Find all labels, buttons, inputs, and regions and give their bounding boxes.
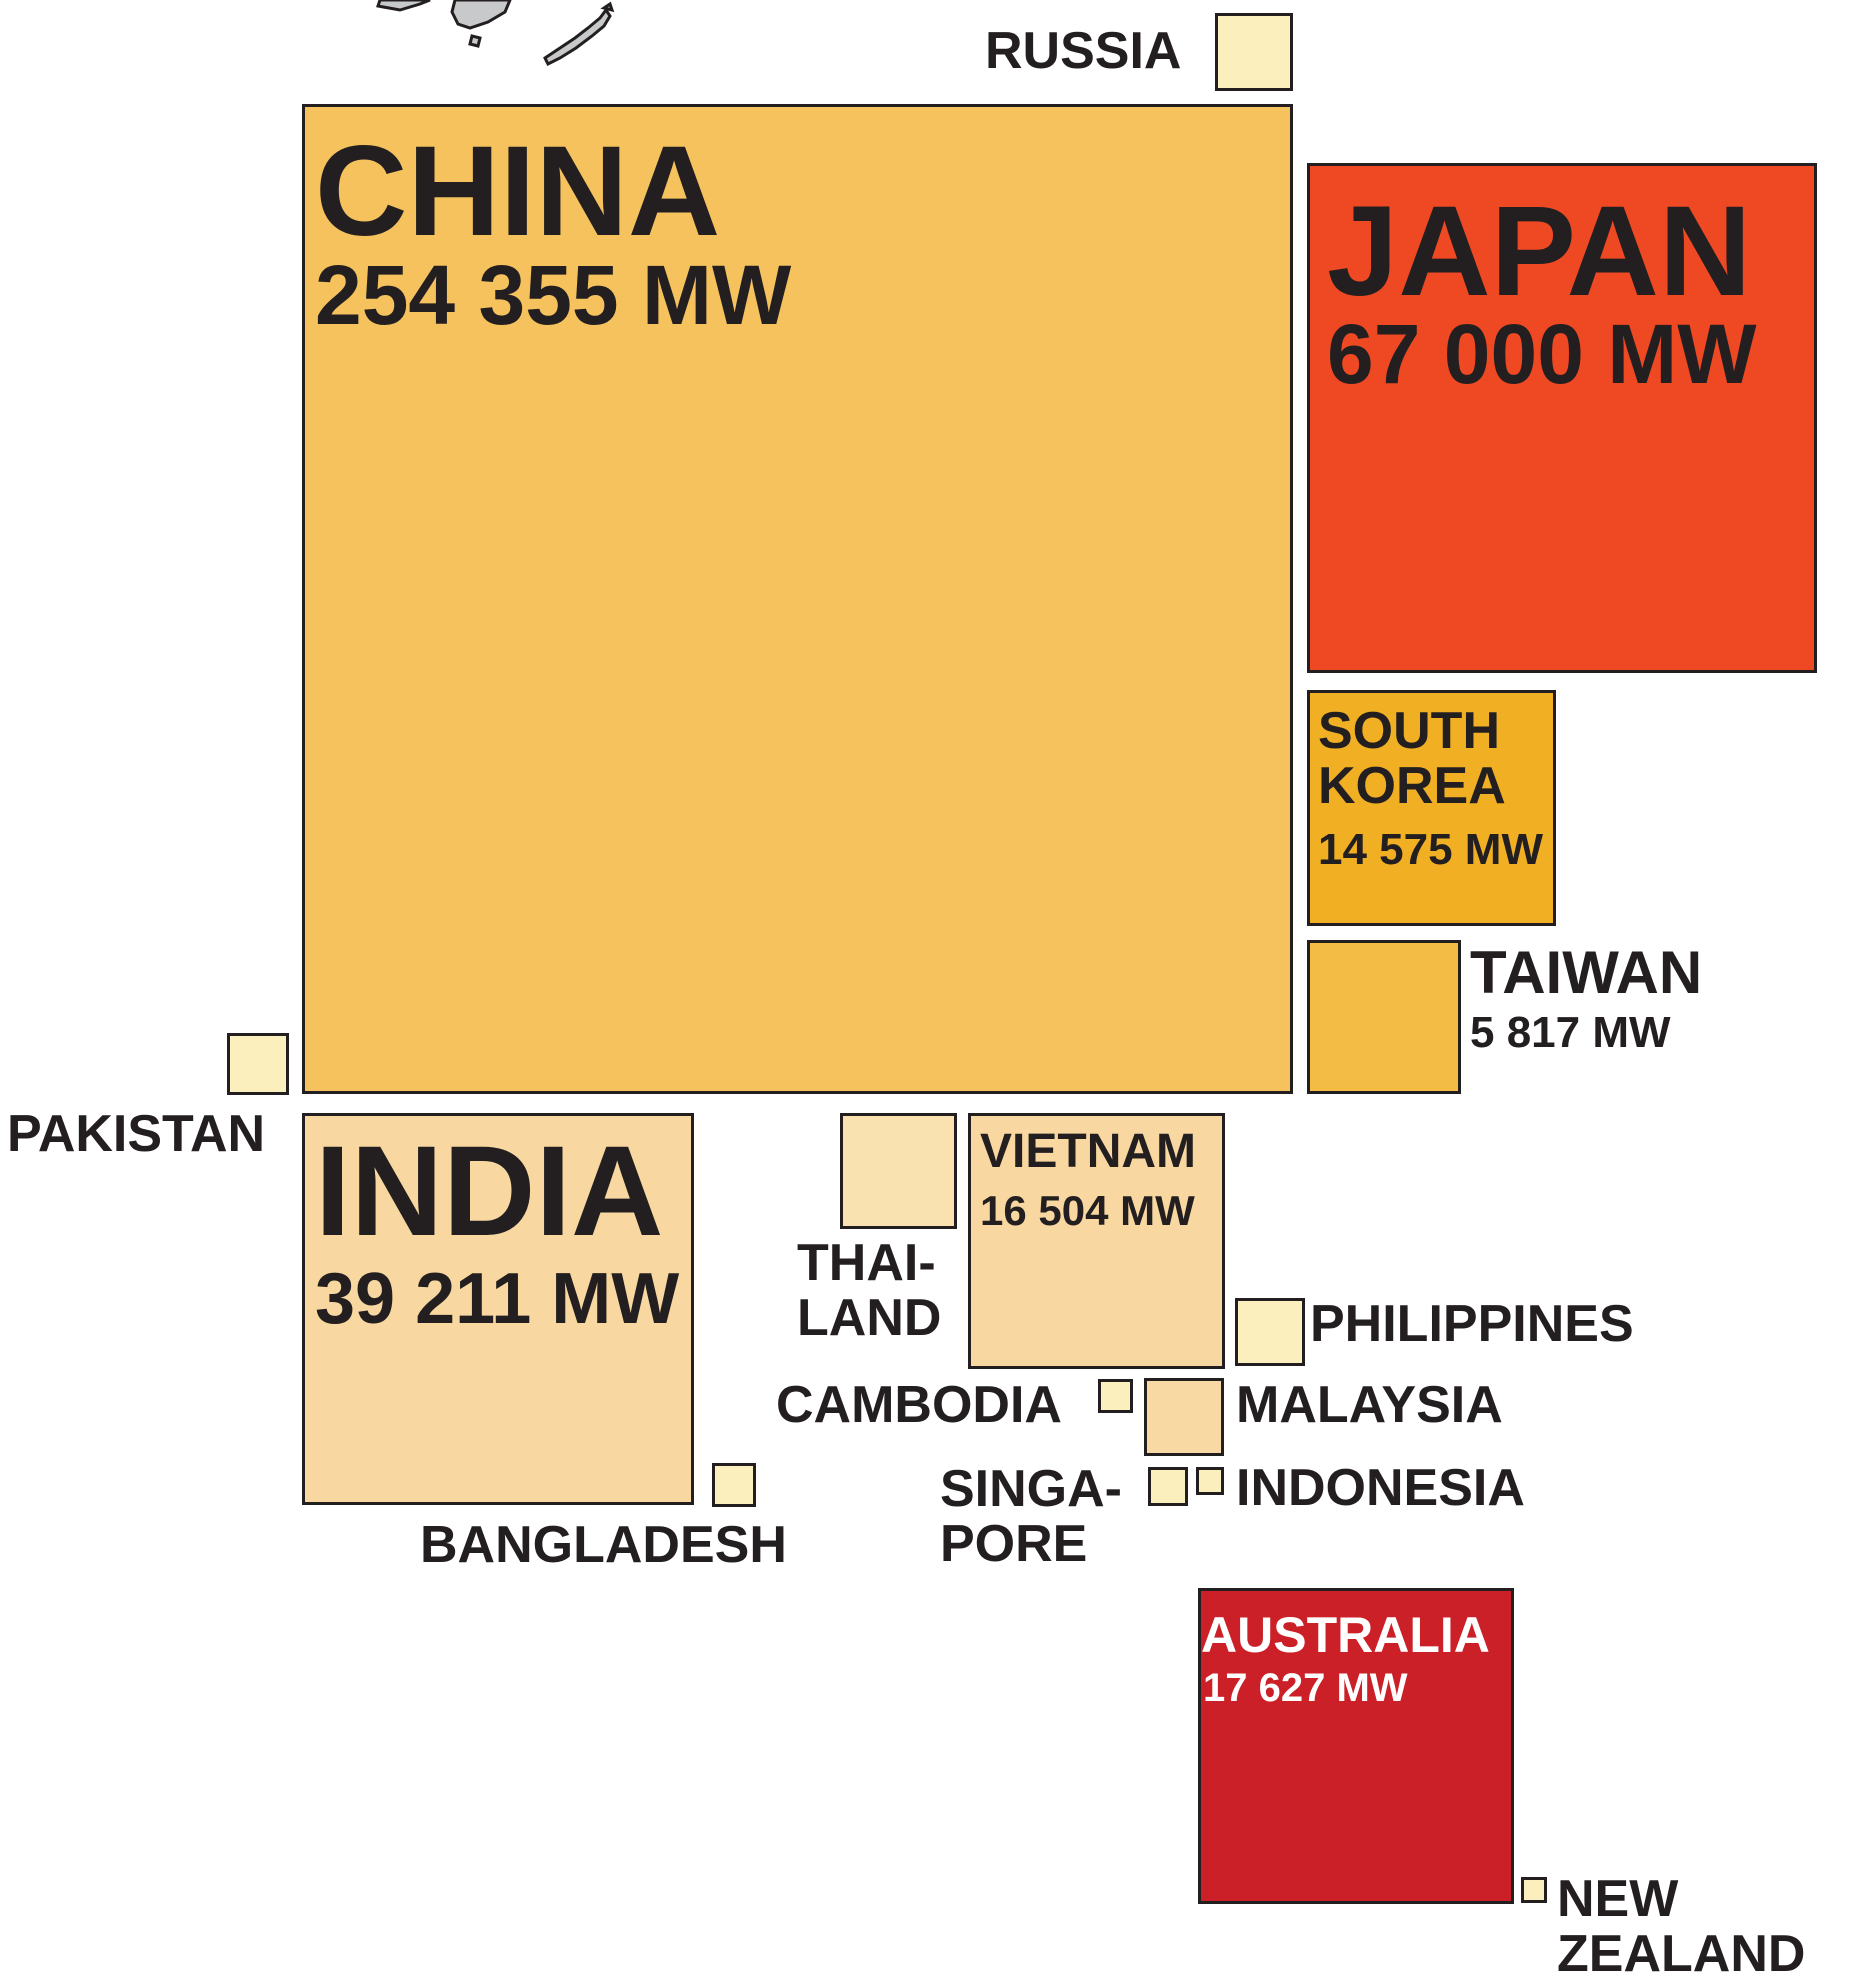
india-capacity: 39 211 MW [315,1259,680,1339]
russia-label: RUSSIA [985,22,1182,80]
china-label: CHINA [315,120,721,263]
island-tip [600,1,615,13]
vietnam-label: VIETNAM [980,1125,1196,1178]
taiwan-box [1307,940,1461,1094]
land-shape-main [450,0,512,30]
russia-box [1215,13,1293,91]
singapore-box [1148,1467,1188,1506]
india-box [302,1113,694,1505]
vietnam-capacity: 16 504 MW [980,1187,1195,1234]
indonesia-label: INDONESIA [1236,1459,1525,1517]
new-zealand-box [1521,1877,1547,1903]
cambodia-label: CAMBODIA [776,1376,1062,1434]
island-long [543,7,612,67]
taiwan-label: TAIWAN [1470,939,1703,1006]
japan-box [1307,163,1817,673]
pakistan-label: PAKISTAN [7,1105,266,1163]
australia-box [1198,1588,1514,1904]
map-land-fragment [376,0,615,67]
thailand-box [840,1113,957,1229]
bangladesh-label: BANGLADESH [420,1516,787,1574]
vietnam-box [968,1113,1225,1369]
cambodia-box [1098,1379,1133,1413]
philippines-label: PHILIPPINES [1310,1295,1634,1353]
south-korea-label: SOUTH KOREA [1318,702,1506,815]
pakistan-box [227,1033,289,1095]
bangladesh-box [712,1463,756,1507]
south-korea-box [1307,690,1556,926]
island-small [468,34,482,48]
japan-label: JAPAN [1327,180,1752,323]
thailand-label: THAI- LAND [797,1234,942,1347]
malaysia-label: MALAYSIA [1236,1376,1503,1434]
taiwan-capacity: 5 817 MW [1470,1008,1671,1057]
japan-capacity: 67 000 MW [1327,307,1757,401]
south-korea-capacity: 14 575 MW [1318,825,1543,874]
india-label: INDIA [315,1120,664,1263]
new-zealand-label: NEW ZEALAND [1557,1870,1806,1983]
china-capacity: 254 355 MW [315,248,792,342]
singapore-label: SINGA- PORE [940,1460,1122,1573]
china-box [302,104,1293,1094]
philippines-box [1235,1298,1305,1366]
australia-capacity: 17 627 MW [1203,1666,1408,1710]
australia-label: AUSTRALIA [1201,1607,1490,1663]
malaysia-box [1144,1378,1224,1456]
indonesia-box [1196,1467,1224,1495]
land-shape-left [376,0,431,12]
